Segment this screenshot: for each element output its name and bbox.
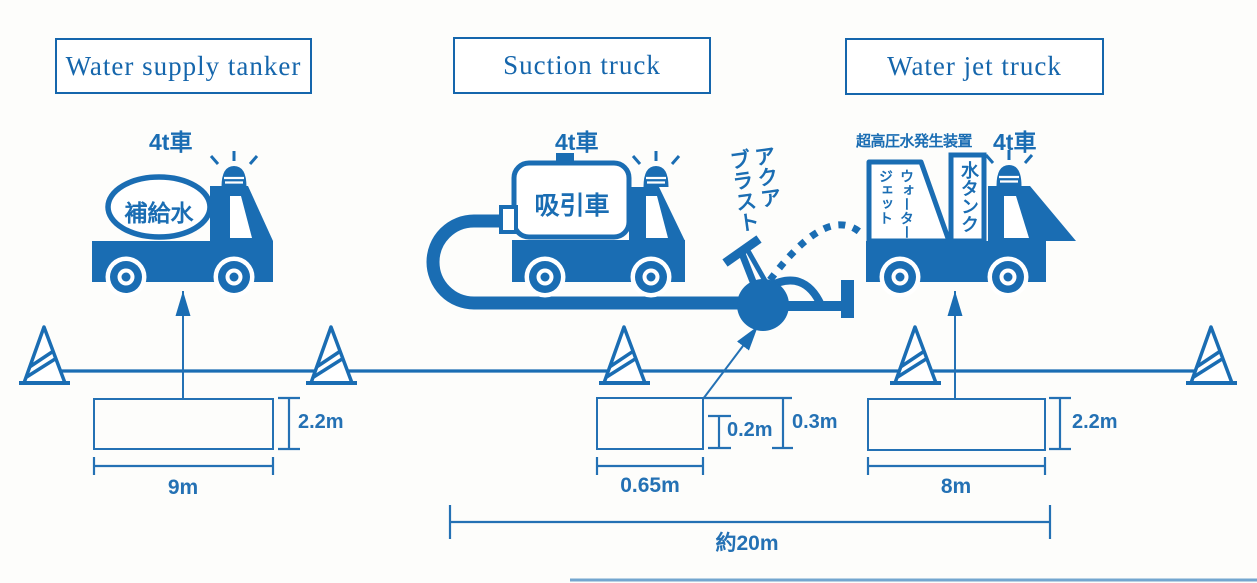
label-suction-truck: Suction truck [453, 37, 711, 94]
label-water-jet-truck: Water jet truck [845, 38, 1104, 95]
label-water-supply-tanker: Water supply tanker [55, 38, 312, 94]
mid-dimensions [703, 396, 793, 450]
suction-hose [426, 214, 756, 310]
traffic-cone-icon [306, 327, 357, 383]
wheel-icon [105, 256, 147, 298]
aqua-blast-unit [722, 235, 854, 331]
traffic-cone-icon [599, 327, 650, 383]
right-width-dimension [866, 457, 1047, 475]
left-work-area-rect [93, 398, 274, 450]
left-width-dimension [92, 457, 275, 475]
left-height-dimension [278, 396, 300, 451]
truck2-type-label: 4t車 [555, 129, 599, 155]
truck3-generator-label: 超高圧水発生装置 [856, 133, 973, 150]
dim-right-height: 2.2m [1072, 411, 1118, 433]
truck2-tank-label: 吸引車 [534, 192, 610, 220]
traffic-cone-icon [19, 327, 70, 383]
truck3-waterjet-label: ウォーター ジェット [878, 169, 915, 239]
wheel-icon [213, 256, 255, 298]
water-supply-tanker-truck [92, 149, 273, 298]
water-jet-truck [866, 148, 1076, 298]
wheel-icon [524, 256, 566, 298]
suction-truck [499, 149, 685, 298]
mid-width-dimension [595, 457, 705, 475]
truck3-watertank-label: 水タンク [959, 161, 979, 233]
total-width-dimension [448, 505, 1052, 539]
dim-left-height: 2.2m [298, 411, 344, 433]
right-height-dimension [1049, 396, 1071, 451]
right-work-area-rect [867, 398, 1046, 451]
dim-mid-width: 0.65m [620, 474, 680, 497]
wheel-icon [879, 256, 921, 298]
dim-right-width: 8m [940, 475, 972, 498]
beacon-light-icon [631, 149, 681, 189]
truck1-type-label: 4t車 [149, 129, 193, 155]
dim-mid-height: 0.3m [792, 411, 838, 433]
dim-total-width: 約20m [715, 532, 779, 555]
truck1-tank-label: 補給水 [124, 200, 194, 226]
wheel-icon [987, 256, 1029, 298]
truck3-type-label: 4t車 [993, 129, 1037, 155]
mid-trench-rect [596, 397, 704, 450]
dim-mid-inner: 0.2m [727, 419, 773, 441]
traffic-cone-icon [890, 327, 941, 383]
water-jet-dotted-arc [767, 221, 867, 283]
aqua-blast-arrow [702, 325, 759, 400]
dim-left-width: 9m [167, 476, 199, 499]
beacon-light-icon [209, 149, 259, 189]
traffic-cone-icon [1186, 327, 1237, 383]
wheel-icon [630, 256, 672, 298]
